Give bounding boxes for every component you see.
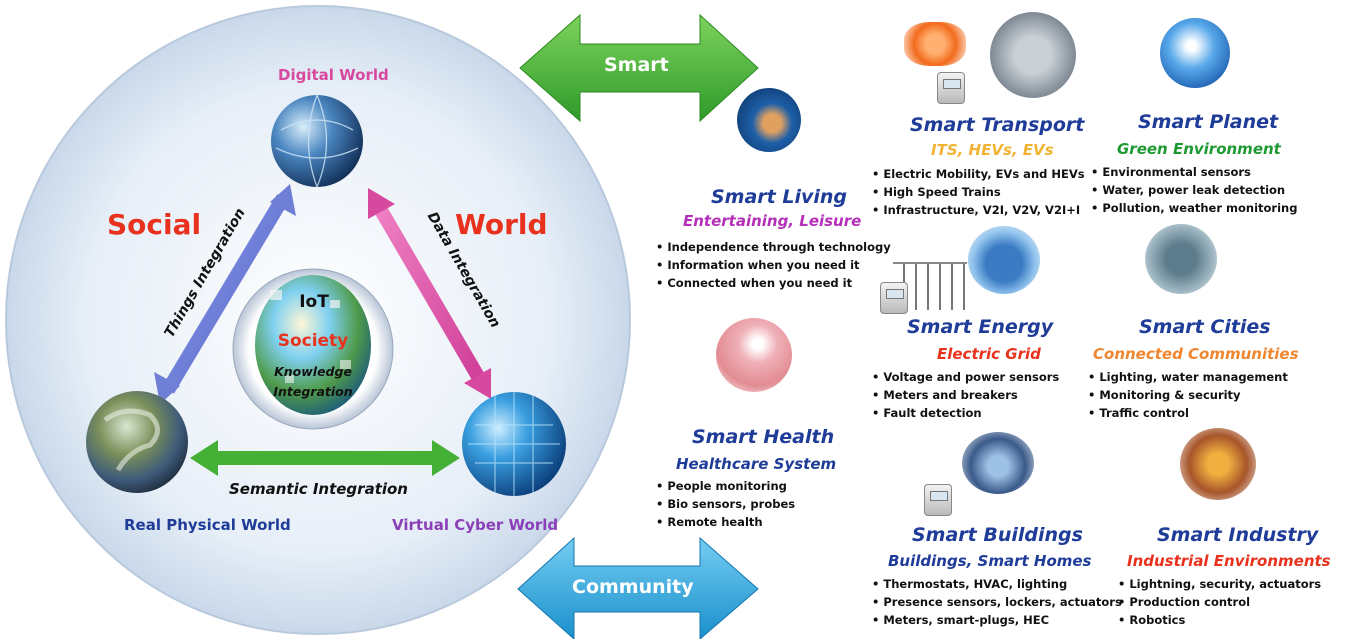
smart-health-subtitle: Healthcare System [676, 455, 837, 473]
smart-transport-subtitle: ITS, HEVs, EVs [931, 141, 1054, 159]
list-item: Voltage and power sensors [872, 368, 1059, 386]
list-item: Monitoring & security [1088, 386, 1288, 404]
list-item: Information when you need it [656, 256, 891, 274]
smart-industry-bullets: Lightning, security, actuators Productio… [1118, 575, 1321, 629]
list-item: Production control [1118, 593, 1321, 611]
list-item: Thermostats, HVAC, lighting [872, 575, 1122, 593]
smart-living-subtitle: Entertaining, Leisure [683, 212, 862, 230]
smart-industry-subtitle: Industrial Environments [1127, 552, 1331, 570]
smart-energy-title: Smart Energy [907, 316, 1054, 338]
list-item: Presence sensors, lockers, actuators [872, 593, 1121, 611]
smart-living-bullets: Independence through technology Informat… [656, 238, 891, 292]
smart-transport-car-icon [904, 22, 966, 66]
list-item: Remote health [656, 513, 795, 531]
list-item: Infrastructure, V2I, V2V, V2I+I [872, 201, 1085, 219]
list-item: Connected when you need it [656, 274, 891, 292]
social-label: Social [107, 208, 202, 241]
core-integration-label: Integration [273, 384, 353, 399]
iot-society-core-icon [232, 268, 394, 430]
smart-planet-earth-icon [1160, 18, 1230, 88]
smart-living-hand-icon [737, 88, 801, 152]
virtual-cyber-world-label: Virtual Cyber World [392, 516, 559, 534]
smart-industry-title: Smart Industry [1157, 524, 1319, 546]
smart-buildings-bullets: Thermostats, HVAC, lighting Presence sen… [872, 575, 1122, 629]
list-item: Meters, smart-plugs, HEC [872, 611, 1122, 629]
smart-buildings-title: Smart Buildings [912, 524, 1083, 546]
smart-health-title: Smart Health [692, 426, 835, 448]
smart-living-title: Smart Living [711, 186, 848, 208]
smart-health-icon [716, 318, 792, 392]
list-item: Lightning, security, actuators [1118, 575, 1321, 593]
list-item: Bio sensors, probes [656, 495, 795, 513]
list-item: Fault detection [872, 404, 1059, 422]
smart-cities-bullets: Lighting, water management Monitoring & … [1088, 368, 1288, 422]
community-arrow-label: Community [572, 576, 694, 598]
smart-cities-subtitle: Connected Communities [1093, 345, 1299, 363]
list-item: Environmental sensors [1091, 163, 1297, 181]
real-physical-world-earth-icon [86, 391, 188, 493]
smart-cities-skyline-icon [1145, 224, 1217, 294]
smart-health-bullets: People monitoring Bio sensors, probes Re… [656, 477, 795, 531]
list-item: Electric Mobility, EVs and HEVs [872, 165, 1084, 183]
list-item: People monitoring [656, 477, 795, 495]
virtual-cyber-world-globe-icon [462, 392, 566, 496]
smart-transport-meter-icon [937, 72, 965, 104]
core-society-label: Society [277, 331, 349, 351]
list-item: Robotics [1118, 611, 1321, 629]
smart-buildings-meter-icon [924, 484, 952, 516]
smart-industry-icon [1180, 428, 1256, 500]
smart-buildings-icon [962, 432, 1034, 494]
smart-planet-title: Smart Planet [1138, 111, 1279, 133]
world-label: World [455, 208, 548, 241]
data-integration-arrow [368, 188, 491, 399]
smart-transport-highway-icon [990, 12, 1076, 98]
smart-arrow [519, 13, 759, 123]
list-item: High Speed Trains [872, 183, 1085, 201]
core-iot-label: IoT [299, 292, 329, 312]
core-knowledge-label: Knowledge [274, 364, 352, 379]
list-item: Lighting, water management [1088, 368, 1287, 386]
digital-world-label: Digital World [278, 66, 389, 84]
smart-planet-subtitle: Green Environment [1117, 140, 1281, 158]
smart-arrow-label: Smart [604, 54, 669, 76]
smart-energy-subtitle: Electric Grid [937, 345, 1041, 363]
list-item: Traffic control [1088, 404, 1288, 422]
smart-energy-bullets: Voltage and power sensors Meters and bre… [872, 368, 1059, 422]
community-arrow [517, 536, 759, 639]
list-item: Water, power leak detection [1091, 181, 1297, 199]
smart-buildings-subtitle: Buildings, Smart Homes [888, 552, 1092, 570]
smart-transport-bullets: Electric Mobility, EVs and HEVs High Spe… [872, 165, 1085, 219]
things-integration-arrow [154, 184, 296, 404]
smart-transport-title: Smart Transport [910, 114, 1085, 136]
smart-planet-bullets: Environmental sensors Water, power leak … [1091, 163, 1297, 217]
digital-world-globe-icon [271, 94, 363, 188]
smart-cities-title: Smart Cities [1139, 316, 1271, 338]
list-item: Pollution, weather monitoring [1091, 199, 1297, 217]
list-item: Meters and breakers [872, 386, 1059, 404]
semantic-integration-arrow [190, 440, 460, 476]
semantic-integration-label: Semantic Integration [229, 480, 408, 498]
smart-energy-solar-icon [968, 226, 1040, 294]
real-physical-world-label: Real Physical World [124, 516, 291, 534]
list-item: Independence through technology [656, 238, 890, 256]
